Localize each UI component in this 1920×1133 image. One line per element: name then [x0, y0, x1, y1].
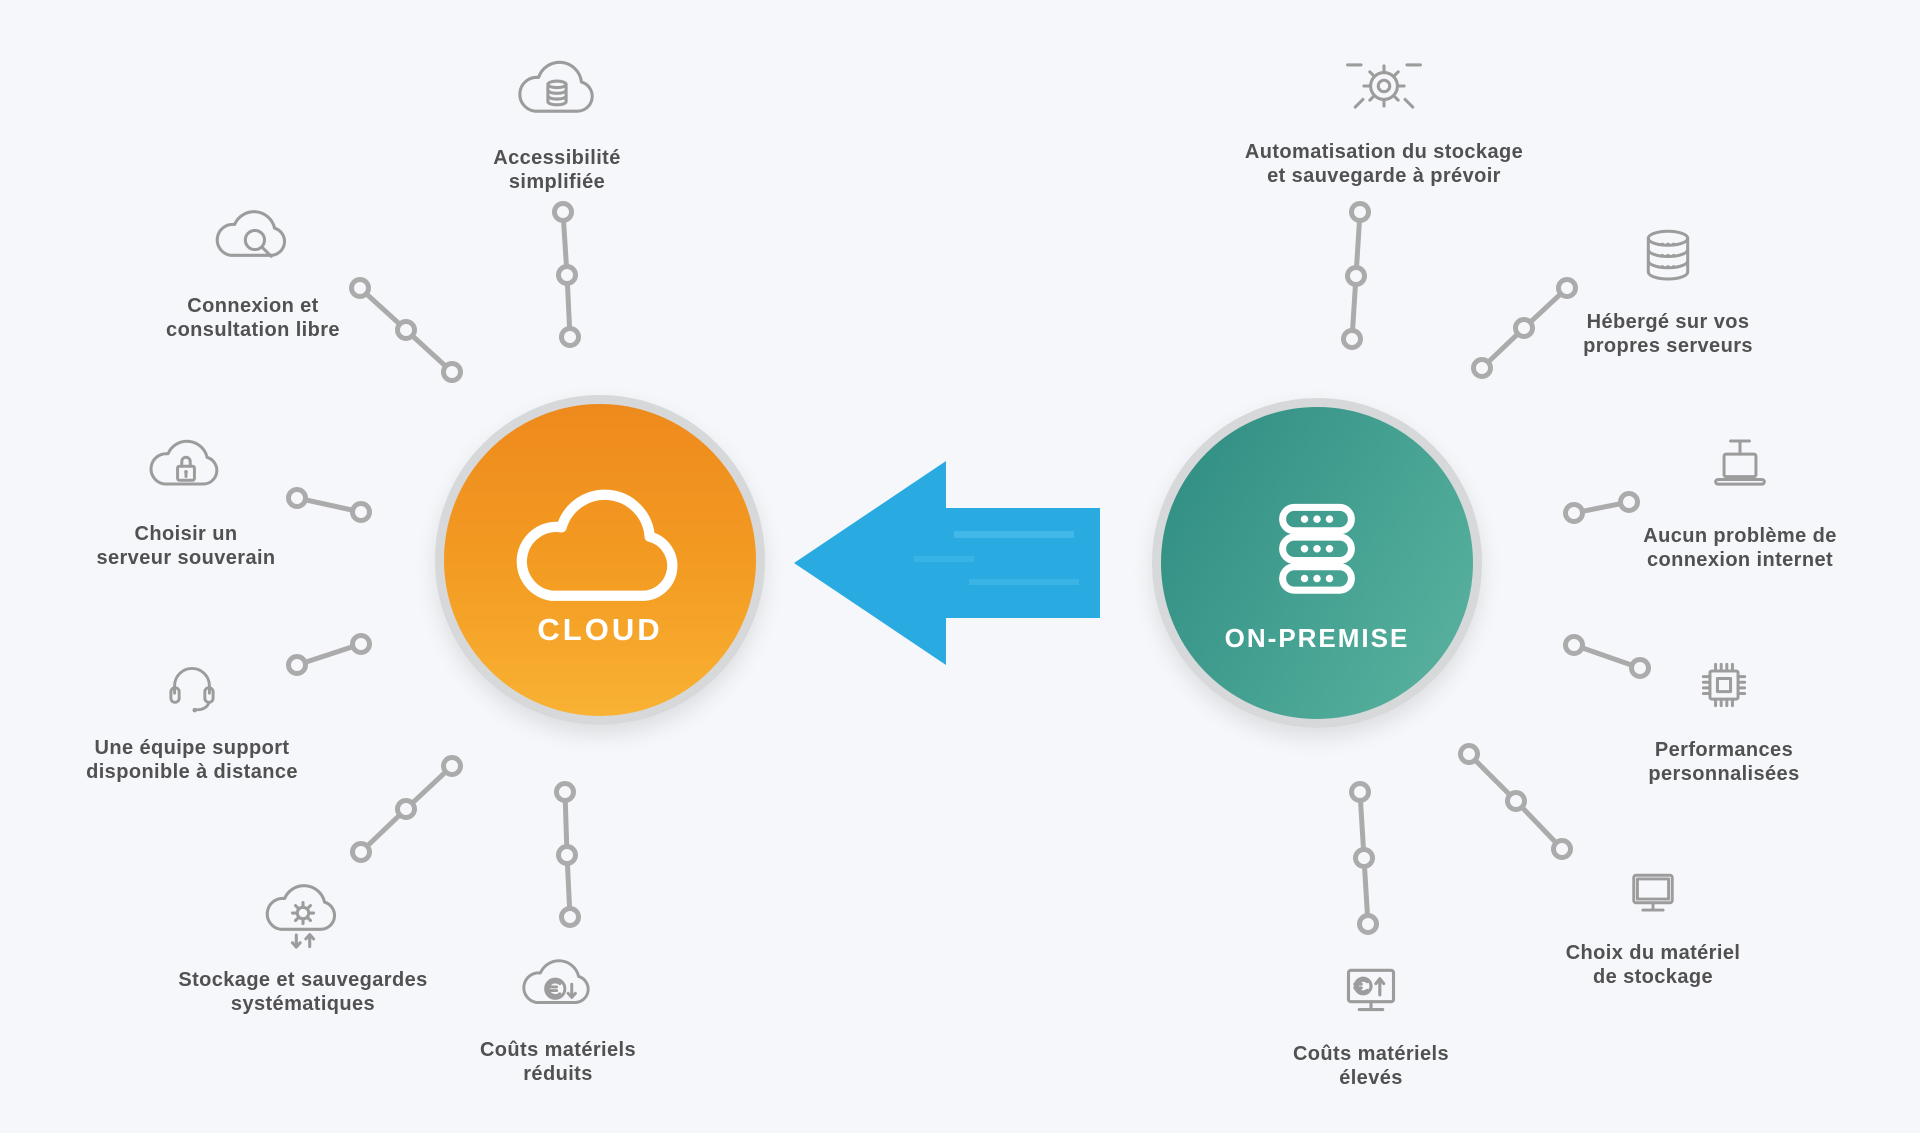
transition-arrow-icon	[794, 461, 1100, 670]
feature-label: Choix du matériel de stockage	[1565, 942, 1741, 989]
feature-couts-eleves: Coûts matériels élevés	[1276, 940, 1466, 1091]
feature-automatisation: Automatisation du stockage et sauvegarde…	[1234, 40, 1534, 189]
feature-accessibilite: Accessibilité simplifiée	[447, 46, 667, 195]
cloud-database-icon	[511, 46, 603, 138]
feature-label: Stockage et sauvegardes systématiques	[178, 969, 428, 1016]
feature-label: Choisir un serveur souverain	[96, 523, 276, 570]
feature-connexion-internet: Aucun problème de connexion internet	[1610, 426, 1870, 573]
headset-icon	[148, 640, 236, 728]
connector-line	[1458, 743, 1573, 860]
connector-line	[349, 277, 463, 383]
connector-line	[1341, 201, 1371, 350]
cloud-gear-sync-icon	[257, 868, 349, 960]
laptop-plug-icon	[1695, 426, 1785, 516]
connector-line	[552, 201, 581, 348]
feature-label: Coûts matériels réduits	[479, 1039, 637, 1086]
feature-label: Connexion et consultation libre	[166, 295, 340, 342]
cloud-icon	[510, 472, 690, 622]
feature-sauvegardes: Stockage et sauvegardes systématiques	[153, 868, 453, 1017]
feature-label: Hébergé sur vos propres serveurs	[1583, 311, 1753, 358]
onpremise-hub-label: ON-PREMISE	[1224, 622, 1410, 653]
feature-heberge: Hébergé sur vos propres serveurs	[1558, 212, 1778, 359]
database-cylinder-icon	[1623, 212, 1713, 302]
feature-choix-materiel: Choix du matériel de stockage	[1558, 845, 1748, 990]
feature-label: Performances personnalisées	[1648, 739, 1800, 786]
monitor-icon	[1609, 845, 1697, 933]
cloud-lock-icon	[141, 424, 231, 514]
connector-line	[1563, 491, 1640, 524]
cloud-euro-down-icon	[514, 942, 602, 1030]
feature-support: Une équipe support disponible à distance	[62, 640, 322, 785]
monitor-euro-up-icon	[1324, 940, 1418, 1034]
onpremise-hub: ON-PREMISE	[1152, 398, 1482, 728]
feature-label: Accessibilité simplifiée	[493, 147, 621, 194]
feature-serveur-souverain: Choisir un serveur souverain	[96, 424, 276, 571]
server-stack-icon	[1242, 473, 1392, 623]
connector-line	[1563, 634, 1651, 679]
cloud-search-icon	[207, 194, 299, 286]
connector-line	[554, 781, 581, 928]
connector-line	[286, 633, 372, 676]
feature-couts-reduits: Coûts matériels réduits	[453, 942, 663, 1087]
feature-label: Coûts matériels élevés	[1292, 1043, 1450, 1090]
feature-connexion: Connexion et consultation libre	[138, 194, 368, 343]
cpu-chip-icon	[1679, 640, 1769, 730]
cloud-hub-label: CLOUD	[537, 612, 663, 647]
connector-line	[1349, 781, 1379, 935]
connector-line	[1471, 277, 1578, 379]
feature-label: Automatisation du stockage et sauvegarde…	[1244, 141, 1524, 188]
connector-line	[286, 487, 372, 523]
cloud-hub: CLOUD	[435, 395, 765, 725]
feature-label: Une équipe support disponible à distance	[86, 737, 298, 784]
gear-automation-icon	[1338, 40, 1430, 132]
feature-performances: Performances personnalisées	[1619, 640, 1829, 787]
feature-label: Aucun problème de connexion internet	[1643, 525, 1837, 572]
connector-line	[350, 755, 463, 863]
